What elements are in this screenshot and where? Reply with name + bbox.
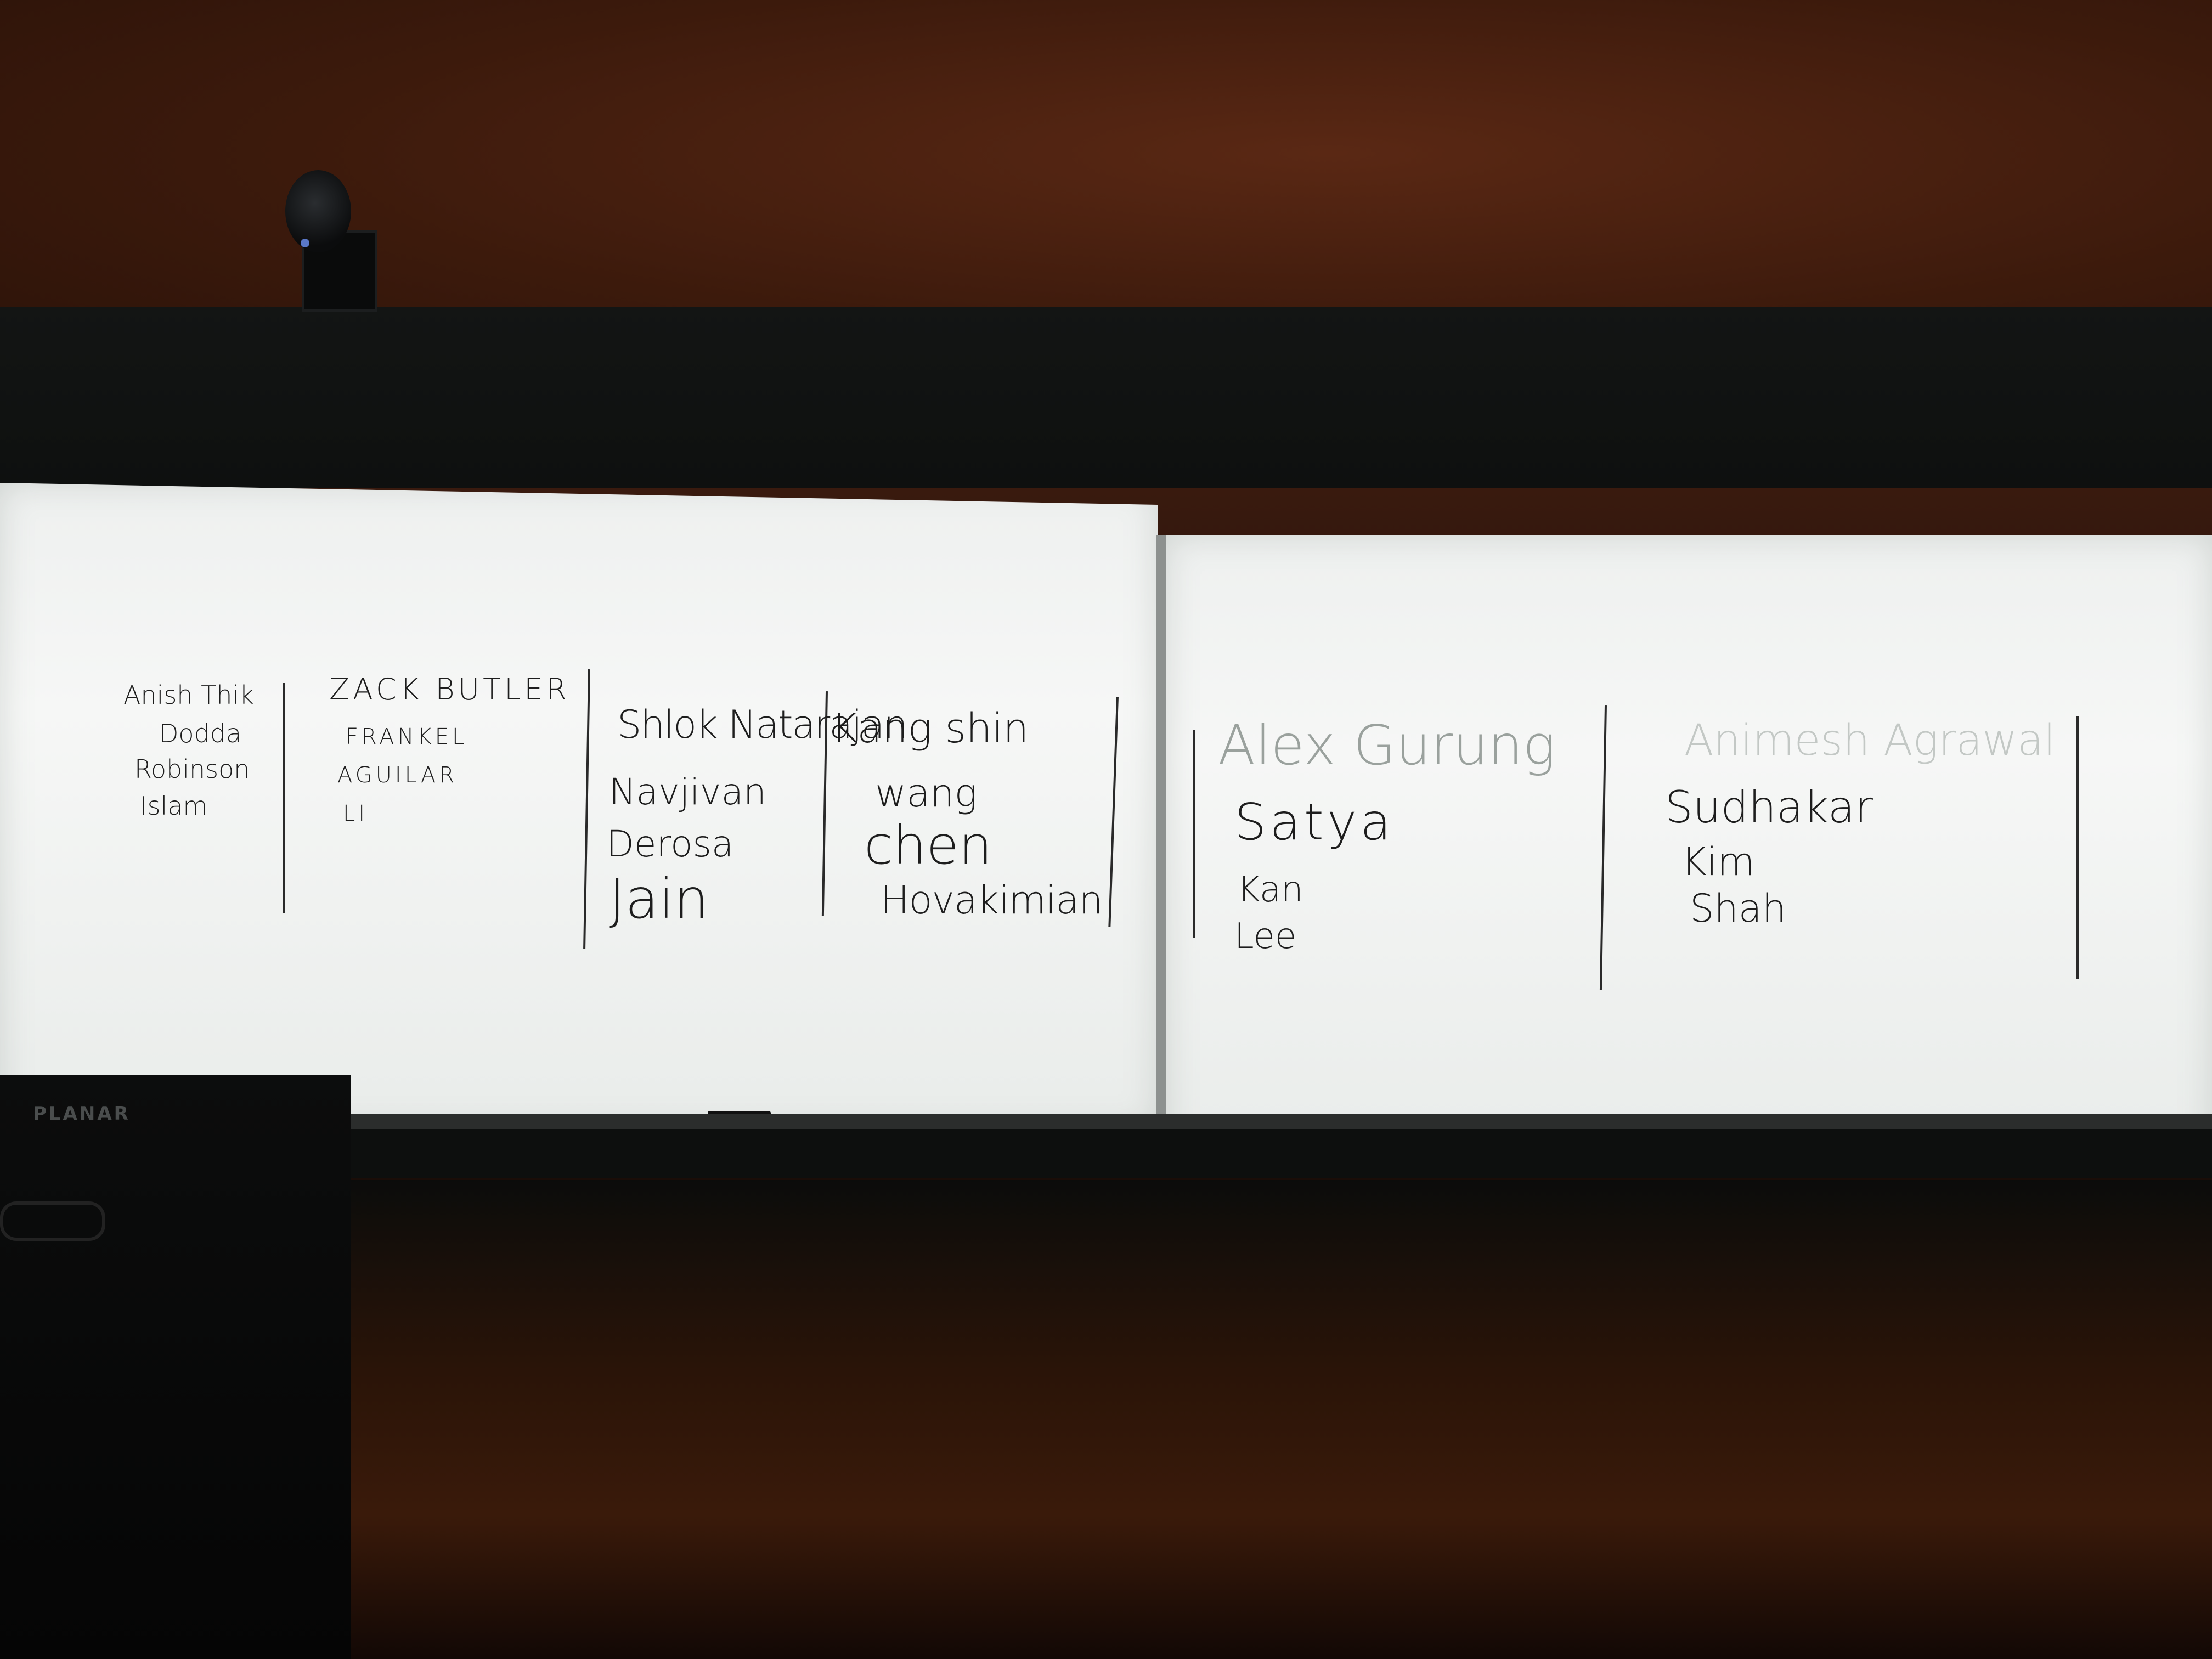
handwritten-name: Islam — [140, 791, 208, 821]
handwritten-name: AGUILAR — [337, 763, 458, 788]
whiteboard-right: Alex Gurung Satya Kan Lee Animesh Agrawa… — [1166, 535, 2212, 1158]
lower-wall — [0, 1180, 2212, 1659]
group-header: ZACK BUTLER — [329, 672, 570, 707]
handwritten-name: Anish Thik — [123, 680, 254, 710]
podium-monitor: PLANAR — [0, 1075, 351, 1659]
divider-line — [1599, 705, 1607, 990]
divider-line — [1108, 697, 1119, 927]
board-divider-frame — [1156, 535, 1167, 1127]
lower-wall-band — [329, 1129, 2212, 1178]
group-header: Alex Gurung — [1218, 713, 1556, 777]
handwritten-name: FRANKEL — [346, 724, 468, 749]
divider-line — [283, 683, 285, 913]
divider-line — [583, 669, 590, 949]
camera-indicator-light — [301, 239, 309, 247]
handwritten-name: Kan — [1237, 870, 1304, 910]
divider-line — [2076, 716, 2079, 979]
handwritten-name: Robinson — [134, 754, 250, 784]
handwritten-name: chen — [864, 815, 992, 876]
handwritten-name: Jain — [609, 867, 709, 931]
marker-tray — [329, 1114, 2212, 1129]
handwritten-name: Satya — [1234, 793, 1395, 851]
handwritten-name: Sudhakar — [1665, 782, 1873, 833]
handwritten-name: Derosa — [606, 823, 734, 865]
handwritten-name: Navjivan — [609, 771, 766, 813]
camera-lens — [285, 170, 351, 252]
handwritten-name: LI — [343, 801, 369, 826]
group-header: Animesh Agrawal — [1684, 716, 2056, 765]
group-header: Kang shin — [831, 705, 1029, 752]
handwritten-name: Kim — [1681, 839, 1755, 884]
dark-wall-band — [0, 307, 2212, 488]
handwritten-name: Dodda — [159, 719, 242, 748]
monitor-brand-label: PLANAR — [33, 1103, 131, 1125]
cable — [0, 1201, 105, 1241]
security-camera — [269, 170, 384, 313]
whiteboard-left: Anish Thik Dodda Robinson Islam ZACK BUT… — [0, 483, 1158, 1130]
handwritten-name: Lee — [1234, 916, 1297, 957]
divider-line — [1193, 730, 1195, 938]
handwritten-name: wang — [875, 771, 978, 816]
group-header: Shlok Natarajan — [617, 702, 908, 747]
handwritten-name: Shah — [1690, 886, 1787, 931]
handwritten-name: Hovakimian — [881, 878, 1103, 923]
